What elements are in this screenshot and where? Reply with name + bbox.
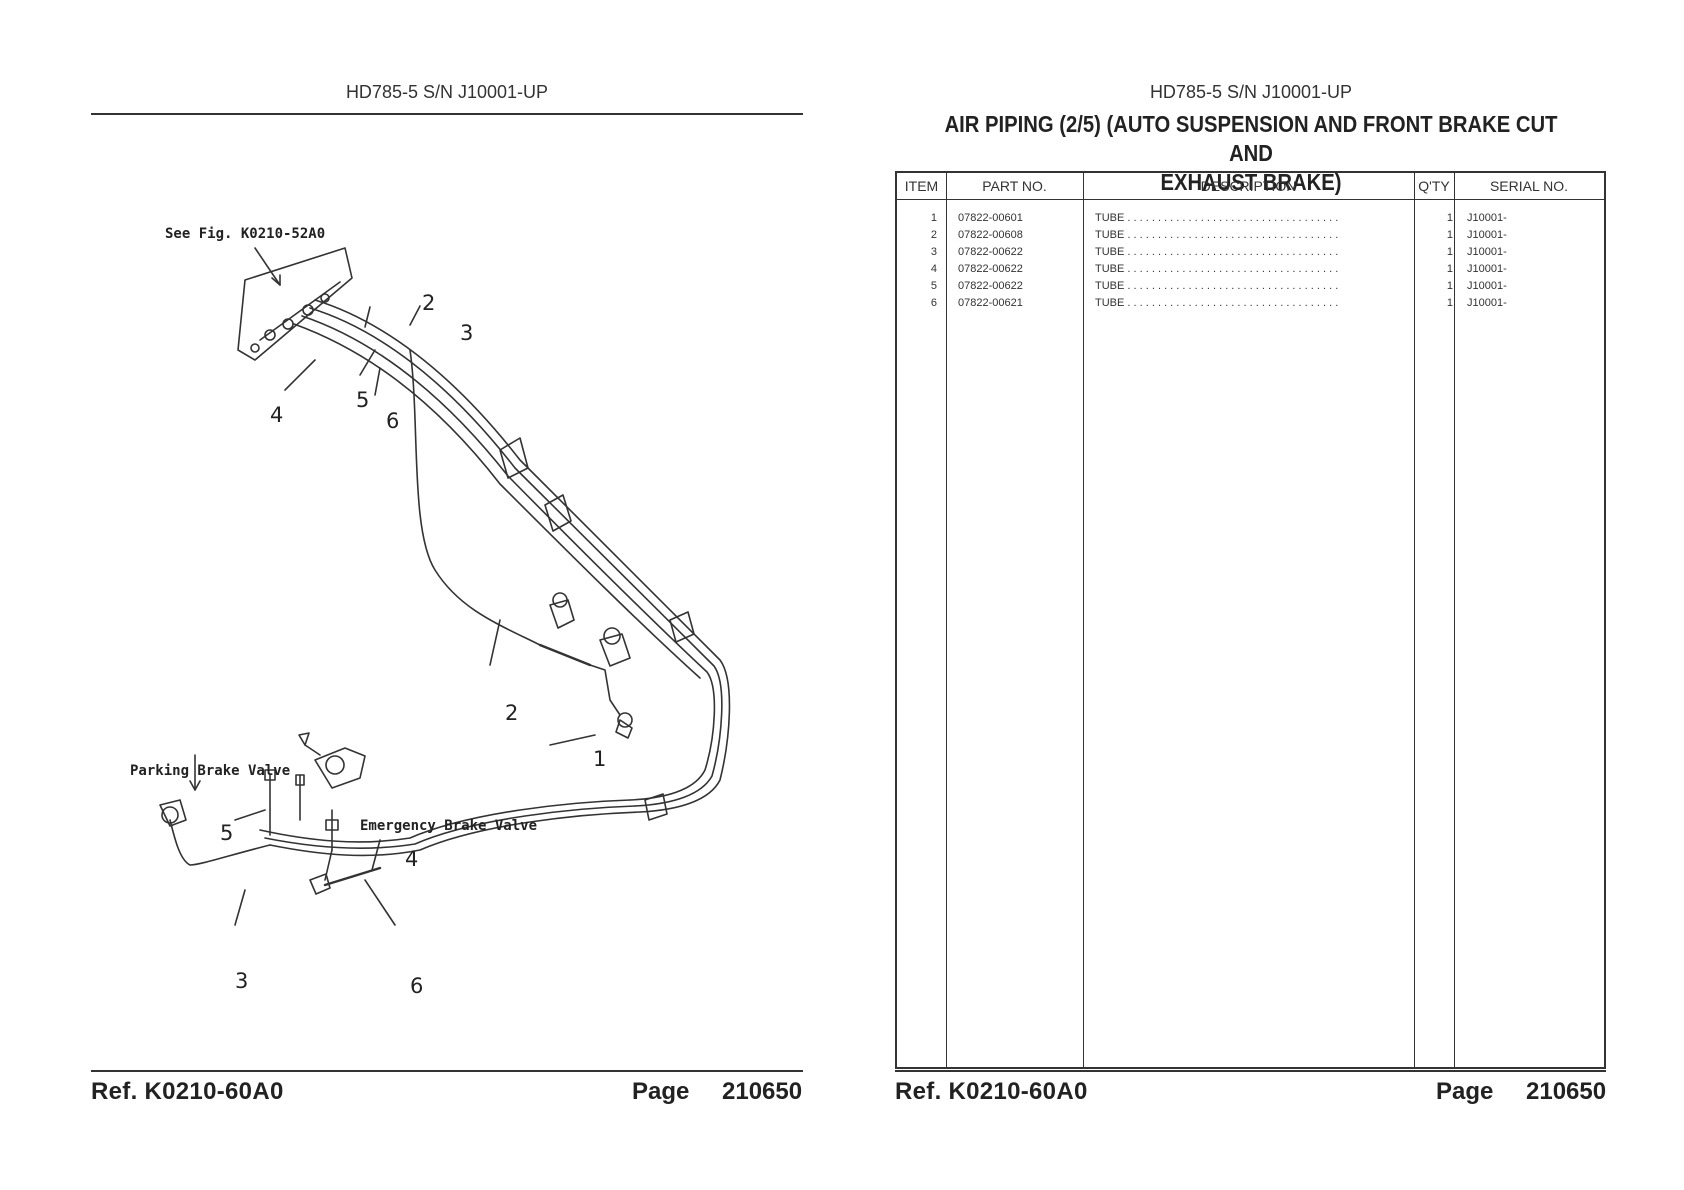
- cell-qty: 1: [1446, 229, 1453, 241]
- cell-serial-no: J10001-: [1467, 280, 1507, 292]
- callout-4-bottom: 4: [405, 847, 418, 871]
- table-row: 1 07822-00601 TUBE . . . . . . . . . . . .…: [897, 210, 1604, 227]
- leader-dots: . . . . . . . . . . . . . . . . . . . . …: [1124, 280, 1339, 292]
- cell-description: TUBE . . . . . . . . . . . . . . . . . .…: [1095, 210, 1413, 227]
- cell-item: 1: [930, 212, 937, 224]
- parts-table: ITEM PART NO. DESCRIPTION Q'TY SERIAL NO…: [895, 171, 1606, 1069]
- cell-qty: 1: [1446, 246, 1453, 258]
- cell-part-no: 07822-00608: [958, 229, 1023, 241]
- cell-qty: 1: [1446, 297, 1453, 309]
- callout-1: 1: [593, 747, 606, 771]
- cell-serial-no: J10001-: [1467, 212, 1507, 224]
- callout-3-top: 3: [460, 321, 473, 345]
- cell-serial-no: J10001-: [1467, 297, 1507, 309]
- left-footer-page-label: Page: [632, 1078, 690, 1105]
- cell-serial-no: J10001-: [1467, 263, 1507, 275]
- page-title: AIR PIPING (2/5) (AUTO SUSPENSION AND FR…: [938, 110, 1565, 197]
- callout-4-top: 4: [270, 403, 283, 427]
- description-text: TUBE: [1095, 229, 1125, 241]
- callout-2-mid: 2: [505, 701, 518, 725]
- header-description: DESCRIPTION: [1200, 178, 1297, 194]
- col-divider: [1454, 173, 1455, 1067]
- cell-part-no: 07822-00621: [958, 297, 1023, 309]
- description-text: TUBE: [1095, 297, 1125, 309]
- col-divider: [1414, 173, 1415, 1067]
- leader-dots: . . . . . . . . . . . . . . . . . . . . …: [1124, 246, 1339, 258]
- cell-description: TUBE . . . . . . . . . . . . . . . . . .…: [1095, 261, 1413, 278]
- callout-3-bottom: 3: [235, 969, 248, 993]
- cell-serial-no: J10001-: [1467, 246, 1507, 258]
- page-title-line-1: AIR PIPING (2/5) (AUTO SUSPENSION AND FR…: [944, 111, 1558, 166]
- leader-dots: . . . . . . . . . . . . . . . . . . . . …: [1124, 297, 1339, 309]
- cell-qty: 1: [1446, 263, 1453, 275]
- cell-item: 4: [930, 263, 937, 275]
- cell-part-no: 07822-00622: [958, 263, 1023, 275]
- cell-part-no: 07822-00622: [958, 246, 1023, 258]
- left-header-rule: [91, 113, 803, 115]
- table-row: 5 07822-00622 TUBE . . . . . . . . . . . .…: [897, 278, 1604, 295]
- cell-item: 3: [930, 246, 937, 258]
- cell-serial-no: J10001-: [1467, 229, 1507, 241]
- left-footer-ref: Ref. K0210-60A0: [91, 1078, 284, 1105]
- right-model-header: HD785-5 S/N J10001-UP: [1149, 82, 1353, 102]
- parking-brake-label: Parking Brake Valve: [130, 763, 290, 779]
- leader-dots: . . . . . . . . . . . . . . . . . . . . …: [1124, 263, 1339, 275]
- page-title-line-2: EXHAUST BRAKE): [1160, 169, 1342, 195]
- cell-description: TUBE . . . . . . . . . . . . . . . . . .…: [1095, 227, 1413, 244]
- cell-description: TUBE . . . . . . . . . . . . . . . . . .…: [1095, 295, 1413, 312]
- right-footer-page-number: 210650: [1526, 1078, 1607, 1105]
- table-row: 4 07822-00622 TUBE . . . . . . . . . . . .…: [897, 261, 1604, 278]
- cell-description: TUBE . . . . . . . . . . . . . . . . . .…: [1095, 244, 1413, 261]
- cell-item: 5: [930, 280, 937, 292]
- description-text: TUBE: [1095, 212, 1125, 224]
- parts-illustration: See Fig. K0210-52A0 Parking Brake Valve …: [130, 226, 731, 998]
- description-text: TUBE: [1095, 263, 1125, 275]
- table-row: 2 07822-00608 TUBE . . . . . . . . . . . .…: [897, 227, 1604, 244]
- cell-item: 6: [930, 297, 937, 309]
- header-serial-no: SERIAL NO.: [1489, 178, 1569, 194]
- header-qty: Q'TY: [1418, 178, 1450, 194]
- callout-6-bottom: 6: [410, 974, 423, 998]
- left-model-header: HD785-5 S/N J10001-UP: [345, 82, 549, 102]
- cell-qty: 1: [1446, 280, 1453, 292]
- left-footer-page-number: 210650: [722, 1078, 803, 1105]
- table-row: 3 07822-00622 TUBE . . . . . . . . . . . .…: [897, 244, 1604, 261]
- callout-2-top: 2: [422, 291, 435, 315]
- right-footer-rule: [895, 1070, 1606, 1072]
- cell-part-no: 07822-00601: [958, 212, 1023, 224]
- header-item: ITEM: [904, 178, 939, 194]
- description-text: TUBE: [1095, 246, 1125, 258]
- col-divider: [1083, 173, 1084, 1067]
- right-footer-ref: Ref. K0210-60A0: [895, 1078, 1088, 1105]
- callout-6-top: 6: [386, 409, 399, 433]
- emergency-brake-label: Emergency Brake Valve: [360, 818, 537, 834]
- leader-dots: . . . . . . . . . . . . . . . . . . . . …: [1124, 229, 1339, 241]
- see-fig-label: See Fig. K0210-52A0: [165, 226, 325, 242]
- callout-5-top: 5: [356, 388, 369, 412]
- header-divider: [897, 199, 1604, 200]
- cell-item: 2: [930, 229, 937, 241]
- table-row: 6 07822-00621 TUBE . . . . . . . . . . . .…: [897, 295, 1604, 312]
- description-text: TUBE: [1095, 280, 1125, 292]
- callout-5-bottom: 5: [220, 821, 233, 845]
- col-divider: [946, 173, 947, 1067]
- right-footer-page-label: Page: [1436, 1078, 1494, 1105]
- cell-description: TUBE . . . . . . . . . . . . . . . . . .…: [1095, 278, 1413, 295]
- left-footer-rule: [91, 1070, 803, 1072]
- cell-qty: 1: [1446, 212, 1453, 224]
- header-part-no: PART NO.: [982, 178, 1047, 194]
- leader-dots: . . . . . . . . . . . . . . . . . . . . …: [1124, 212, 1339, 224]
- cell-part-no: 07822-00622: [958, 280, 1023, 292]
